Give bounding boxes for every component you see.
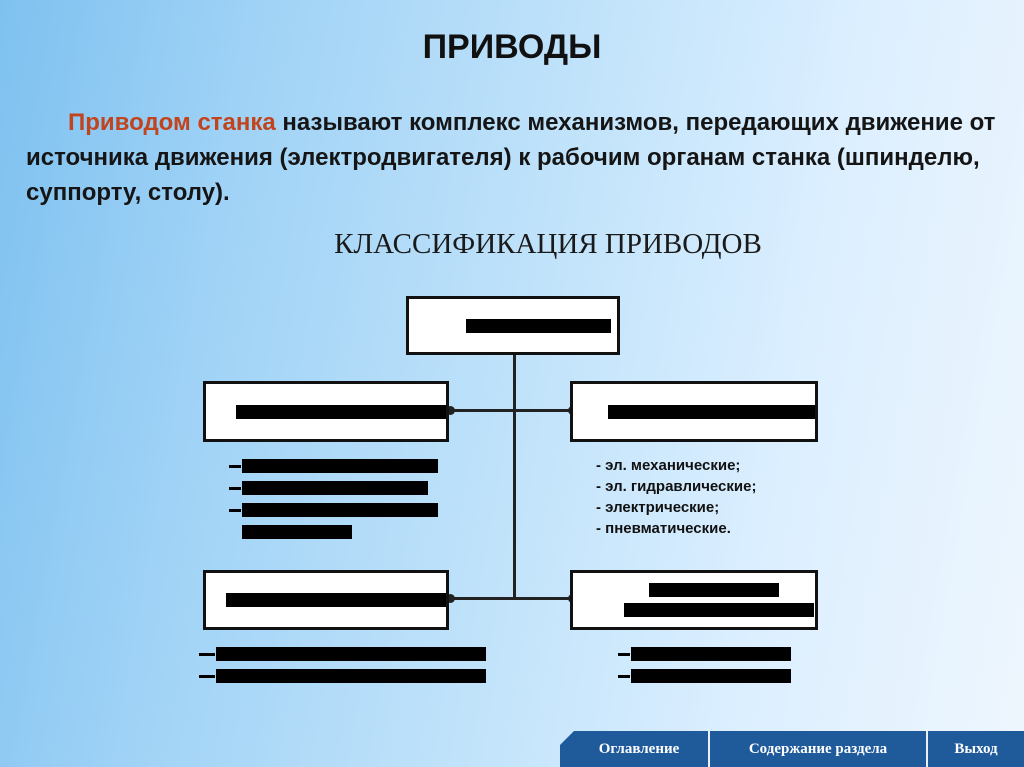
right-bottom-box-label-line2 [624, 603, 814, 617]
trunk-line [513, 355, 516, 597]
left-top-box [203, 381, 449, 442]
right-bottom-items [618, 643, 791, 687]
list-item [618, 643, 791, 665]
right-top-items: - эл. механические; - эл. гидравлические… [596, 455, 756, 539]
left-top-box-label [236, 404, 446, 419]
list-item [229, 477, 438, 499]
left-top-items [229, 455, 438, 543]
right-top-box [570, 381, 818, 442]
left-bottom-box-label [226, 593, 446, 607]
top-branch-line [450, 409, 574, 412]
exit-button[interactable]: Выход [926, 731, 1024, 767]
list-item: - эл. механические; [596, 457, 741, 474]
list-item [229, 455, 438, 477]
connector-dot [446, 594, 455, 603]
list-item: - эл. гидравлические; [596, 478, 757, 495]
intro-paragraph: Приводом станка называют комплекс механи… [26, 105, 1006, 210]
list-item [229, 499, 438, 521]
intro-text: называют комплекс механизмов, передающих… [26, 109, 996, 206]
bottom-branch-line [450, 597, 574, 600]
left-bottom-box [203, 570, 449, 630]
right-top-box-label [608, 404, 815, 419]
list-item: - электрические; [596, 499, 720, 516]
section-contents-button[interactable]: Содержание раздела [708, 731, 926, 767]
toc-button[interactable]: Оглавление [560, 731, 708, 767]
list-item [618, 665, 791, 687]
list-item [199, 665, 486, 687]
left-bottom-items [199, 643, 486, 687]
bottom-navigation: Оглавление Содержание раздела Выход [560, 731, 1024, 767]
intro-accent-term: Приводом станка [68, 109, 276, 136]
right-bottom-box [570, 570, 818, 630]
right-bottom-box-label-line1 [649, 583, 779, 597]
root-box [406, 296, 620, 355]
root-box-label [465, 318, 611, 333]
slide-title: ПРИВОДЫ [422, 28, 602, 66]
connector-dot [446, 406, 455, 415]
list-item [229, 521, 438, 543]
classification-heading: КЛАССИФИКАЦИЯ ПРИВОДОВ [334, 228, 762, 260]
list-item: - пневматические. [596, 520, 731, 537]
list-item [199, 643, 486, 665]
